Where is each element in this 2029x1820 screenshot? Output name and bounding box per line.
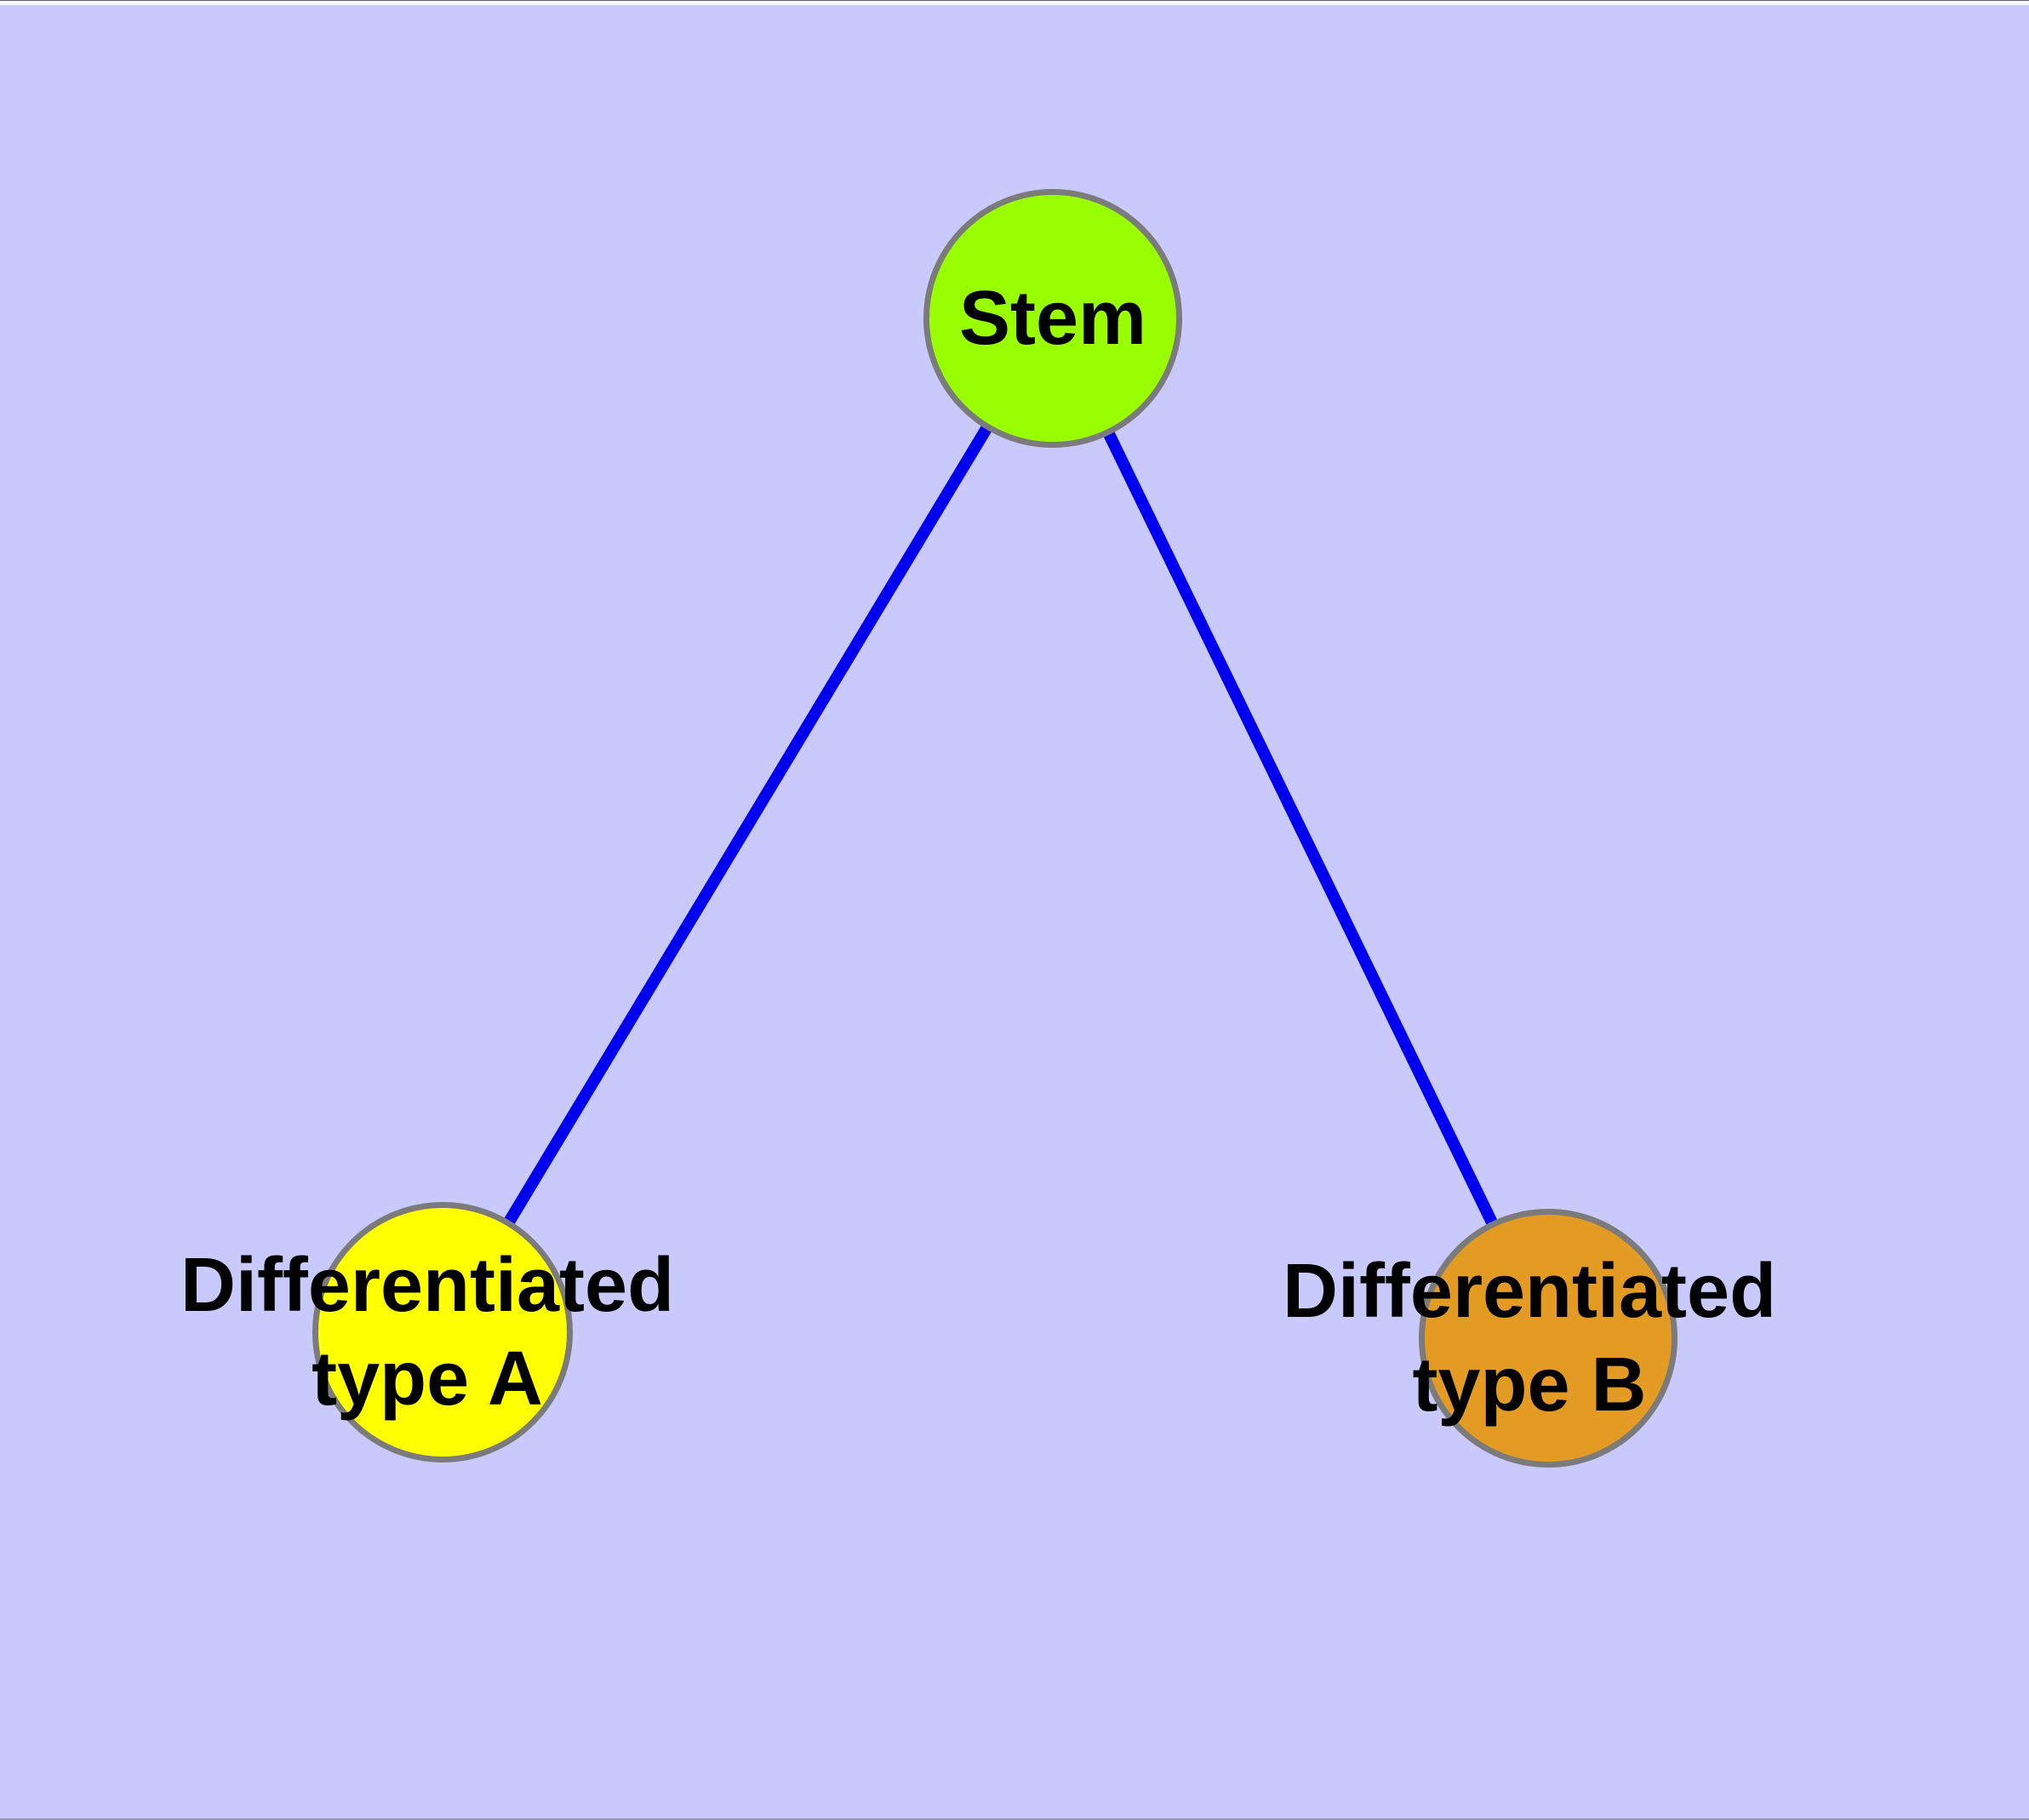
node-differentiated-type-a-label: Differentiated type A [180,1239,674,1426]
node-differentiated-type-a-label-line2: type A [311,1336,543,1422]
top-frame-line [0,0,2029,5]
node-differentiated-type-a-label-line1: Differentiated [180,1243,675,1328]
bottom-frame-line [0,1818,2029,1820]
edge-stem-to-differentiated-type-a [437,315,1058,1336]
node-differentiated-type-a-circle [312,1202,573,1462]
node-stem-label-line1: Stem [958,276,1147,361]
node-differentiated-type-b-label-line1: Differentiated [1282,1249,1777,1334]
node-differentiated-type-b-label-line2: type B [1412,1342,1647,1428]
node-differentiated-type-b-label: Differentiated type B [1283,1245,1776,1432]
node-stem-circle [923,189,1182,448]
node-stem-label: Stem [959,272,1146,365]
edge-stem-to-differentiated-type-b [1047,315,1554,1342]
node-differentiated-type-b-circle [1419,1209,1677,1468]
